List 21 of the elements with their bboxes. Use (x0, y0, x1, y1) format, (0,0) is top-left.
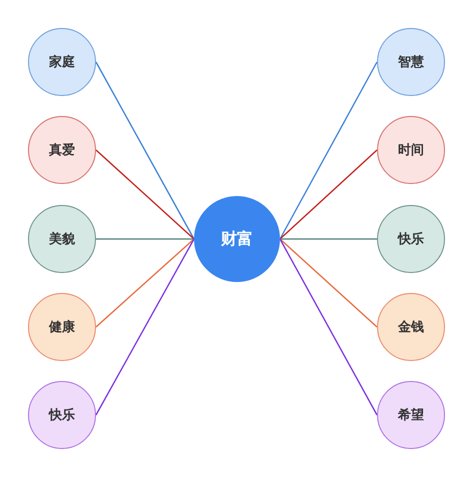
node-label: 智慧 (398, 54, 424, 71)
connector-line (95, 238, 195, 416)
connector-line (280, 150, 378, 240)
connector-line (96, 238, 194, 328)
connector-line (96, 150, 194, 240)
node-label: 家庭 (49, 54, 75, 71)
node-label: 金钱 (398, 319, 424, 336)
node-label: 希望 (398, 406, 424, 424)
node-label: 真爱 (49, 142, 75, 159)
connector-line (280, 238, 378, 328)
node-label: 财富 (221, 228, 253, 250)
node-label: 快乐 (398, 230, 424, 248)
connector-line (279, 62, 378, 240)
connector-line (96, 238, 194, 240)
node-label: 美貌 (49, 230, 75, 248)
node-label: 健康 (49, 318, 75, 336)
node-label: 快乐 (49, 406, 75, 424)
node-label: 时间 (398, 142, 424, 159)
connector-line (279, 238, 378, 416)
connector-line (95, 62, 195, 240)
connector-line (280, 238, 377, 240)
